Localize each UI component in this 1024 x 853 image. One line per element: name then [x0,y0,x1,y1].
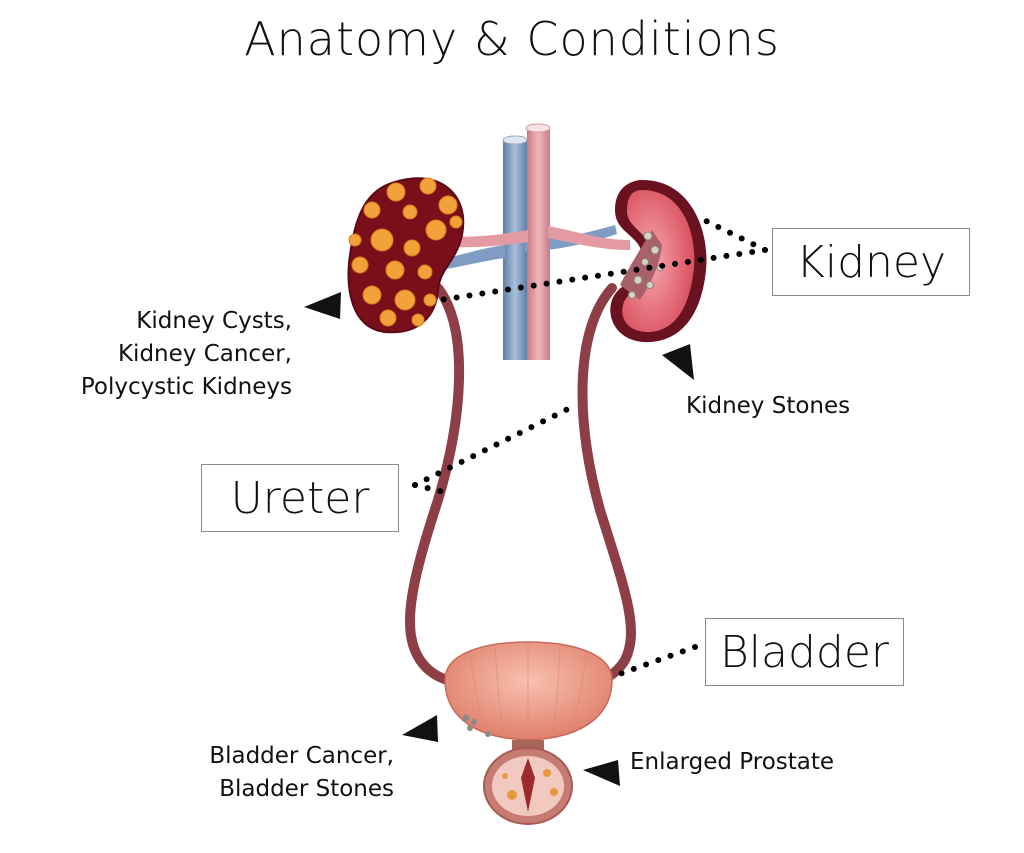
kidney-label: Kidney [772,228,970,296]
kidney-leader-2 [697,215,768,253]
prostate-organ [483,740,573,825]
aorta [430,123,630,360]
note-line: Bladder Stones [219,776,394,802]
note-line: Kidney Cancer, [117,341,292,367]
bladder-leader [611,644,698,679]
bladder-organ [444,641,613,741]
left-ureter [404,283,465,687]
arrow-bladder-cancer [402,715,438,742]
bladder-label: Bladder [705,618,904,686]
kidney-leader-1 [437,247,768,303]
stone-kidney [610,179,707,343]
enlarged-prostate-note: Enlarged Prostate [630,749,835,775]
note-line: Kidney Cysts, [136,308,292,334]
page-title: Anatomy & Conditions [244,12,780,66]
arrow-enlarged-prostate [583,760,620,786]
arrow-kidney-stones [662,344,694,380]
note-line: Polycystic Kidneys [80,374,292,400]
kidney-stones-note: Kidney Stones [686,393,851,419]
kidney-cysts-note: Kidney Cysts, Kidney Cancer, Polycystic … [40,305,292,404]
ureter-leader-1 [412,405,573,488]
right-ureter [577,283,636,687]
cystic-kidney [347,177,465,334]
arrow-kidney-cysts [304,292,341,319]
bladder-cancer-note: Bladder Cancer, Bladder Stones [150,740,394,806]
note-line: Bladder Cancer, [209,743,394,769]
ureter-label: Ureter [201,464,399,532]
